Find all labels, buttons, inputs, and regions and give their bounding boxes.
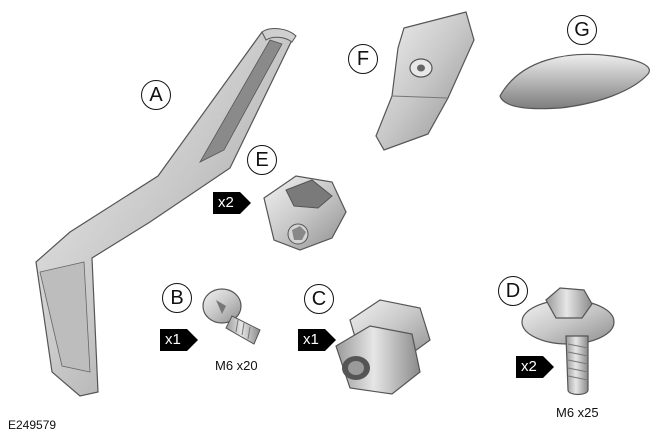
arrow-right-icon xyxy=(239,192,251,214)
part-b-screw xyxy=(202,288,261,345)
quantity-label-d: x2 xyxy=(516,356,543,378)
arrow-right-icon xyxy=(324,329,336,351)
figure-id: E249579 xyxy=(8,418,57,432)
callout-g: G xyxy=(567,15,597,45)
callout-e: E xyxy=(247,145,277,175)
spec-label-b: M6 x20 xyxy=(215,358,258,373)
spec-label-d: M6 x25 xyxy=(556,405,599,420)
part-e-clip-nut xyxy=(263,175,347,251)
quantity-arrow-c: x1 xyxy=(298,329,336,351)
callout-a: A xyxy=(141,80,171,110)
callout-b: B xyxy=(162,283,192,313)
part-a-trim-handle xyxy=(35,28,297,397)
quantity-arrow-b: x1 xyxy=(160,329,198,351)
part-c-flange-nut xyxy=(335,299,431,395)
part-g-cover-cap xyxy=(499,53,650,110)
arrow-right-icon xyxy=(186,329,198,351)
quantity-label-b: x1 xyxy=(160,329,187,351)
quantity-label-e: x2 xyxy=(213,192,240,214)
quantity-arrow-d: x2 xyxy=(516,356,554,378)
quantity-arrow-e: x2 xyxy=(213,192,251,214)
part-d-flange-bolt xyxy=(521,287,615,396)
callout-c: C xyxy=(304,284,334,314)
quantity-label-c: x1 xyxy=(298,329,325,351)
callout-d: D xyxy=(498,276,528,306)
part-f-bracket xyxy=(375,11,475,151)
callout-f: F xyxy=(348,44,378,74)
arrow-right-icon xyxy=(542,356,554,378)
